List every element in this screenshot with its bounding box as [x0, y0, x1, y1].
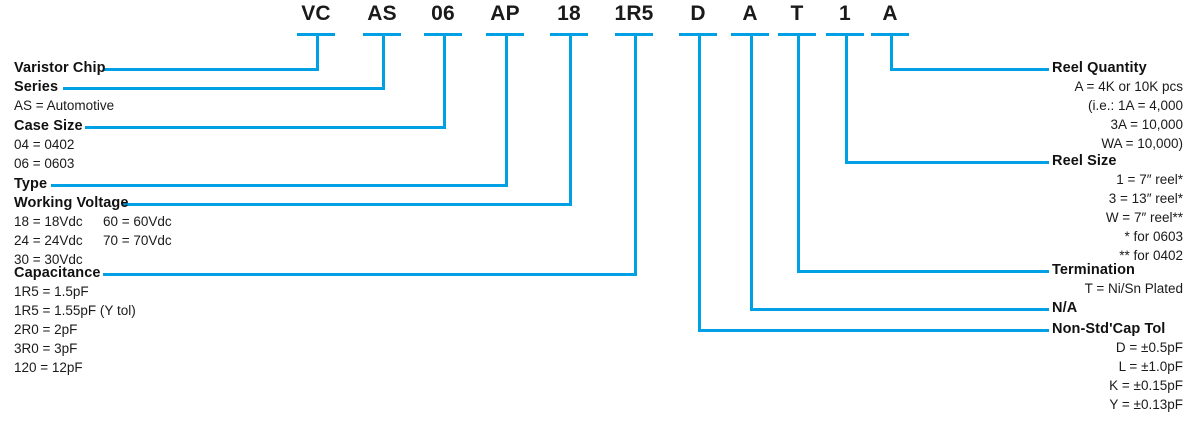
right-legend-row: WA = 10,000) — [1101, 136, 1183, 151]
left-legend-heading: Varistor Chip — [14, 60, 106, 76]
left-leader-horizontal-1 — [63, 87, 385, 90]
part-number-segment-ap-3: AP — [490, 2, 520, 25]
left-legend-row: 2R0 = 2pF — [14, 322, 78, 337]
left-leader-vertical-1 — [382, 33, 385, 87]
right-legend-block-2: Termination T = Ni/Sn Plated — [1052, 262, 1183, 298]
right-legend-block-3: N/A — [1052, 300, 1077, 317]
part-number-segment-06-2: 06 — [431, 2, 455, 25]
left-leader-vertical-3 — [505, 33, 508, 184]
right-legend-row: L = ±1.0pF — [1118, 359, 1183, 374]
part-number-segment-1-9: 1 — [839, 2, 851, 25]
right-leader-horizontal-2 — [797, 270, 1049, 273]
left-legend-block-0: Varistor Chip — [14, 60, 106, 77]
right-legend-row: 1 = 7″ reel* — [1116, 172, 1183, 187]
part-number-segment-a-10: A — [882, 2, 898, 25]
part-number-segment-d-6: D — [690, 2, 706, 25]
left-legend-row: 06 = 0603 — [14, 156, 75, 171]
left-leader-horizontal-2 — [85, 126, 446, 129]
right-legend-heading: Reel Size — [1052, 153, 1117, 169]
left-legend-block-2: Case Size 04 = 0402 06 = 0603 — [14, 118, 83, 173]
right-legend-row: 3A = 10,000 — [1110, 117, 1183, 132]
part-number-segment-t-8: T — [790, 2, 804, 25]
part-number-segment-18-4: 18 — [557, 2, 581, 25]
left-leader-horizontal-5 — [103, 273, 637, 276]
left-legend-heading: Capacitance — [14, 265, 101, 281]
right-legend-row: * for 0603 — [1124, 229, 1183, 244]
left-legend-row: 120 = 12pF — [14, 360, 83, 375]
left-leader-vertical-2 — [443, 33, 446, 126]
left-legend-row: 1R5 = 1.55pF (Y tol) — [14, 303, 136, 318]
right-legend-heading: Termination — [1052, 262, 1136, 278]
left-legend-row: 3R0 = 3pF — [14, 341, 78, 356]
left-leader-horizontal-4 — [122, 203, 572, 206]
right-legend-block-4: Non-Std'Cap Tol D = ±0.5pF L = ±1.0pF K = ±… — [1052, 321, 1183, 414]
left-legend-heading: Series — [14, 79, 59, 95]
left-legend-block-5: Capacitance 1R5 = 1.5pF 1R5 = 1.55pF (Y to… — [14, 265, 136, 377]
right-leader-horizontal-4 — [698, 329, 1049, 332]
left-legend-heading: Working Voltage — [14, 195, 129, 211]
right-legend-row: D = ±0.5pF — [1115, 340, 1183, 355]
right-legend-row: T = Ni/Sn Plated — [1084, 281, 1183, 296]
right-legend-block-0: Reel Quantity A = 4K or 10K pcs (i.e.: 1A … — [1052, 60, 1183, 153]
right-leader-vertical-4 — [698, 33, 701, 329]
left-legend-block-3: Type — [14, 176, 47, 193]
right-leader-horizontal-0 — [890, 68, 1049, 71]
left-leader-horizontal-0 — [103, 68, 319, 71]
part-number-segment-1r5-5: 1R5 — [614, 2, 654, 25]
part-number-segment-a-7: A — [742, 2, 758, 25]
part-number-segment-as-1: AS — [367, 2, 397, 25]
right-leader-horizontal-3 — [750, 308, 1049, 311]
right-leader-horizontal-1 — [845, 161, 1049, 164]
right-legend-heading: Reel Quantity — [1052, 60, 1147, 76]
left-legend-heading: Type — [14, 176, 48, 192]
right-leader-vertical-1 — [845, 33, 848, 161]
right-leader-vertical-0 — [890, 33, 893, 68]
right-legend-row: W = 7″ reel** — [1105, 210, 1183, 225]
right-legend-row: A = 4K or 10K pcs — [1074, 79, 1183, 94]
left-legend-row: 04 = 0402 — [14, 137, 75, 152]
left-legend-heading: Case Size — [14, 118, 83, 134]
left-legend-row: AS = Automotive — [14, 98, 115, 113]
right-legend-row: (i.e.: 1A = 4,000 — [1088, 98, 1183, 113]
right-leader-vertical-2 — [797, 33, 800, 270]
left-legend-row-col2: 60 = 60Vdc — [103, 214, 172, 229]
right-leader-vertical-3 — [750, 33, 753, 308]
right-legend-heading: N/A — [1052, 300, 1078, 316]
right-legend-row: K = ±0.15pF — [1109, 378, 1183, 393]
left-legend-block-1: Series AS = Automotive — [14, 79, 114, 115]
right-legend-row: 3 = 13″ reel* — [1108, 191, 1183, 206]
part-number-segment-vc-0: VC — [301, 2, 331, 25]
right-legend-block-1: Reel Size 1 = 7″ reel* 3 = 13″ reel* W = 7″… — [1052, 153, 1183, 265]
left-legend-row-col2: 70 = 70Vdc — [103, 233, 172, 248]
right-legend-heading: Non-Std'Cap Tol — [1052, 321, 1166, 337]
right-legend-row: ** for 0402 — [1119, 248, 1183, 263]
left-leader-vertical-5 — [634, 33, 637, 273]
left-legend-row: 1R5 = 1.5pF — [14, 284, 89, 299]
left-leader-vertical-0 — [316, 33, 319, 68]
left-leader-vertical-4 — [569, 33, 572, 203]
left-leader-horizontal-3 — [51, 184, 508, 187]
left-legend-row: 30 = 30Vdc — [14, 252, 83, 267]
right-legend-row: Y = ±0.13pF — [1109, 397, 1183, 412]
